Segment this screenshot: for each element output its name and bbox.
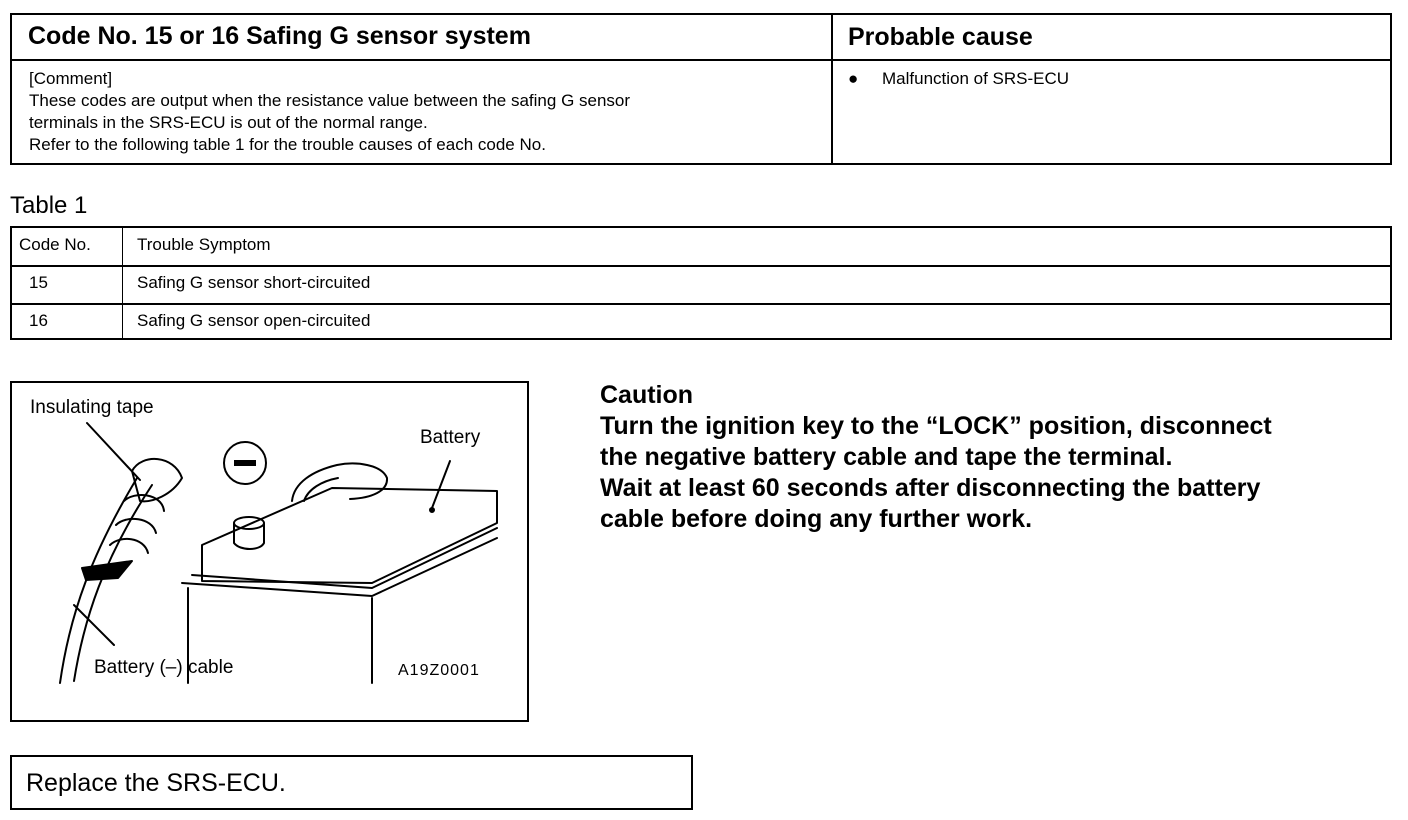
- battery-lid-lip: [181, 537, 498, 597]
- column-divider: [831, 15, 833, 163]
- comment-block: [Comment] These codes are output when th…: [29, 68, 829, 156]
- tape-wrap: [115, 517, 157, 534]
- figure-code: A19Z0001: [398, 662, 480, 679]
- comment-heading: [Comment]: [29, 69, 113, 88]
- tape-top: [131, 457, 183, 503]
- code-info-table: Code No. 15 or 16 Safing G sensor system…: [10, 13, 1392, 165]
- clamp: [291, 462, 389, 502]
- column-divider: [122, 228, 123, 338]
- label-battery-cable: Battery (–) cable: [94, 657, 234, 678]
- probable-cause-title: Probable cause: [848, 23, 1033, 51]
- label-battery: Battery: [420, 427, 481, 448]
- cable-leader: [73, 604, 115, 646]
- negative-symbol: [223, 441, 267, 485]
- battery-top: [201, 487, 498, 584]
- caution-line: Turn the ignition key to the “LOCK” posi…: [600, 412, 1272, 440]
- bullet-icon: ●: [848, 69, 859, 88]
- action-box: Replace the SRS-ECU.: [10, 755, 693, 810]
- battery-leader: [431, 460, 451, 509]
- label-insulating-tape: Insulating tape: [30, 397, 154, 418]
- terminal: [233, 522, 265, 550]
- table-header-code: Code No.: [19, 235, 91, 254]
- battery-figure: Insulating tape Battery Battery (–) cabl…: [10, 381, 529, 722]
- caution-note: Caution Turn the ignition key to the “LO…: [600, 380, 1272, 535]
- row-divider: [12, 303, 1390, 305]
- tape-wrap: [123, 494, 165, 512]
- caution-line: Wait at least 60 seconds after disconnec…: [600, 474, 1261, 502]
- table1-caption: Table 1: [10, 192, 88, 219]
- table-header-symptom: Trouble Symptom: [137, 235, 271, 254]
- battery-lid-edge: [191, 527, 498, 589]
- cable-inner: [73, 484, 153, 682]
- comment-line: terminals in the SRS-ECU is out of the n…: [29, 113, 428, 132]
- action-text: Replace the SRS-ECU.: [26, 769, 286, 797]
- tape-wrap: [109, 537, 149, 554]
- tape-leader: [86, 422, 141, 481]
- trouble-symptom-table: Code No. Trouble Symptom 15 Safing G sen…: [10, 226, 1392, 340]
- cause-text: Malfunction of SRS-ECU: [882, 69, 1070, 88]
- comment-line: These codes are output when the resistan…: [29, 91, 631, 110]
- table-cell-symptom: Safing G sensor open-circuited: [137, 311, 371, 330]
- table-cell-code: 15: [29, 273, 48, 292]
- cable-outer: [59, 477, 138, 684]
- header-divider: [12, 59, 1390, 61]
- code-title: Code No. 15 or 16 Safing G sensor system: [28, 22, 531, 50]
- table-cell-symptom: Safing G sensor short-circuited: [137, 273, 371, 292]
- comment-line: Refer to the following table 1 for the t…: [29, 135, 546, 154]
- tape-end: [81, 560, 133, 581]
- cause-list-item: ● Malfunction of SRS-ECU: [848, 69, 1069, 89]
- caution-title: Caution: [600, 381, 694, 409]
- caution-line: the negative battery cable and tape the …: [600, 443, 1173, 471]
- table-cell-code: 16: [29, 311, 48, 330]
- caution-line: cable before doing any further work.: [600, 505, 1033, 533]
- battery-illustration: [59, 422, 498, 684]
- row-divider: [12, 265, 1390, 267]
